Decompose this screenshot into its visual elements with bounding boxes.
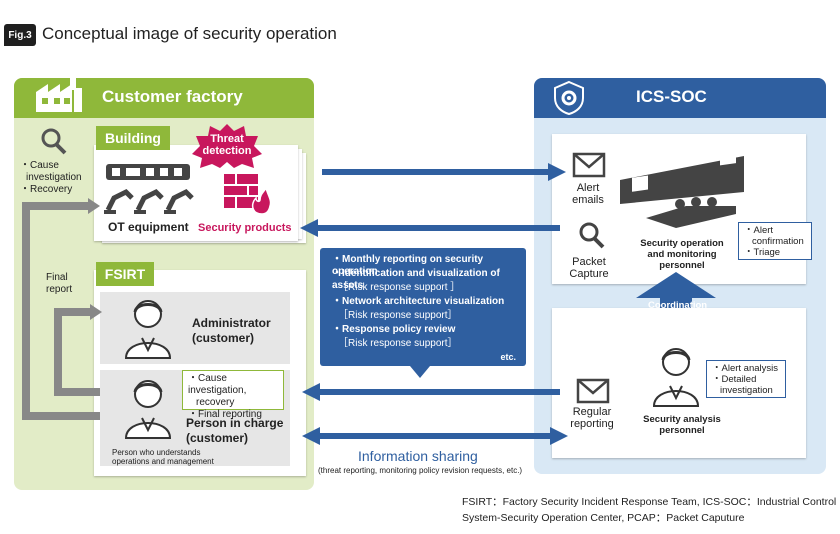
fsirt-tag: FSIRT xyxy=(96,262,154,286)
final-report-line-2: report xyxy=(46,284,73,295)
person-note-line-1: Person who understands xyxy=(112,448,201,457)
coordination-label: Coordination xyxy=(648,300,708,311)
regular-report-email-icon xyxy=(576,378,610,404)
service-line-2: ・Identification and visualization of ass… xyxy=(332,268,500,291)
administrator-line-1: Administrator xyxy=(192,316,271,330)
regular-line-1: Regular xyxy=(572,406,612,418)
service-line-5: ［Risk response support］ xyxy=(338,310,458,321)
analysis-line-1: Security analysis xyxy=(643,414,721,425)
person-bubble: ・Cause investigation, recovery ・Final re… xyxy=(182,370,284,420)
analysis-bubble: ・Alert analysis ・Detailed investigation xyxy=(706,360,786,398)
ops-line-3: personnel xyxy=(659,260,705,271)
analysis-line-2: personnel xyxy=(659,425,705,436)
analysis-bubble-line-2: ・Detailed xyxy=(712,374,757,385)
footnote-line-1: FSIRT：Factory Security Incident Response… xyxy=(462,496,837,508)
threat-burst-icon xyxy=(192,124,262,168)
threat-label: Threat detection xyxy=(196,133,258,157)
ot-equipment-icon xyxy=(104,164,194,214)
ops-personnel-label: Security operation and monitoring person… xyxy=(628,238,736,271)
footnote: FSIRT：Factory Security Incident Response… xyxy=(462,494,836,526)
services-etc: etc. xyxy=(500,352,516,362)
ops-bubble-line-2: confirmation xyxy=(752,236,804,247)
person-bubble-line-3: ・Final reporting xyxy=(188,409,262,420)
service-line-1: ・Monthly reporting on security operation xyxy=(332,254,484,277)
person-line-2: (customer) xyxy=(186,431,249,445)
service-line-7: ［Risk response support］ xyxy=(338,338,458,349)
person-bubble-line-2: recovery xyxy=(196,397,235,408)
alert-email-icon xyxy=(572,152,606,178)
final-report-line-1: Final xyxy=(46,272,68,283)
threat-line-1: Threat xyxy=(210,133,244,145)
regular-reporting-label: Regular reporting xyxy=(562,406,622,430)
alert-emails-line-1: Alert xyxy=(576,182,600,194)
monitoring-room-icon xyxy=(620,152,744,228)
analysis-personnel-label: Security analysis personnel xyxy=(634,414,730,436)
alert-emails-label: Alert emails xyxy=(562,182,614,206)
cause-line-3: ・Recovery xyxy=(20,184,73,195)
ics-soc-title: ICS-SOC xyxy=(636,87,707,106)
person-bubble-line-1: ・Cause investigation, xyxy=(188,373,247,396)
service-line-3: ［Risk response support ］ xyxy=(338,282,461,293)
security-products-label: Security products xyxy=(198,222,292,234)
person-in-charge-label: Person in charge (customer) xyxy=(186,416,283,446)
service-line-6: ・Response policy review xyxy=(332,324,456,335)
person-in-charge-icon xyxy=(124,380,172,439)
analysis-person-icon xyxy=(652,348,700,407)
firewall-icon xyxy=(224,174,272,215)
threat-line-2: detection xyxy=(202,145,252,157)
customer-factory-title: Customer factory xyxy=(102,87,243,106)
service-line-4: ・Network architecture visualization xyxy=(332,296,505,307)
services-box: ・Monthly reporting on security operation… xyxy=(320,248,526,366)
alert-emails-line-2: emails xyxy=(572,194,604,206)
analysis-bubble-line-1: ・Alert analysis xyxy=(712,363,778,374)
info-sharing-sub: (threat reporting, monitoring policy rev… xyxy=(318,466,523,475)
factory-icon xyxy=(36,68,82,112)
ops-line-1: Security operation xyxy=(640,238,724,249)
magnifier-icon xyxy=(41,128,67,155)
figure-badge: Fig.3 xyxy=(4,24,36,46)
ops-bubble-line-1: ・Alert xyxy=(744,225,774,236)
cause-line-2: investigation xyxy=(26,172,82,183)
regular-line-2: reporting xyxy=(570,418,614,430)
packet-capture-label: Packet Capture xyxy=(562,256,616,280)
building-tag: Building xyxy=(96,126,170,150)
ops-bubble-line-3: ・Triage xyxy=(744,247,781,258)
administrator-person-icon xyxy=(124,300,172,359)
ot-equipment-label: OT equipment xyxy=(108,220,189,234)
person-line-1: Person in charge xyxy=(186,416,284,430)
figure-title: Conceptual image of security operation xyxy=(42,24,337,43)
info-sharing-title: Information sharing xyxy=(358,448,478,464)
administrator-line-2: (customer) xyxy=(192,331,255,345)
administrator-label: Administrator (customer) xyxy=(192,316,271,346)
cause-line-1: ・Cause xyxy=(20,160,59,171)
packet-capture-icon xyxy=(579,222,605,249)
person-note-line-2: operations and management xyxy=(112,457,214,466)
person-note: Person who understands operations and ma… xyxy=(112,448,214,466)
packet-capture-line-2: Capture xyxy=(569,268,609,280)
footnote-line-2: System-Security Operation Center, PCAP：P… xyxy=(462,512,745,524)
ops-bubble: ・Alert confirmation ・Triage xyxy=(738,222,812,260)
ops-line-2: and monitoring xyxy=(647,249,717,260)
packet-capture-line-1: Packet xyxy=(572,256,606,268)
shield-gear-icon xyxy=(554,80,584,116)
analysis-bubble-line-3: investigation xyxy=(720,385,773,396)
